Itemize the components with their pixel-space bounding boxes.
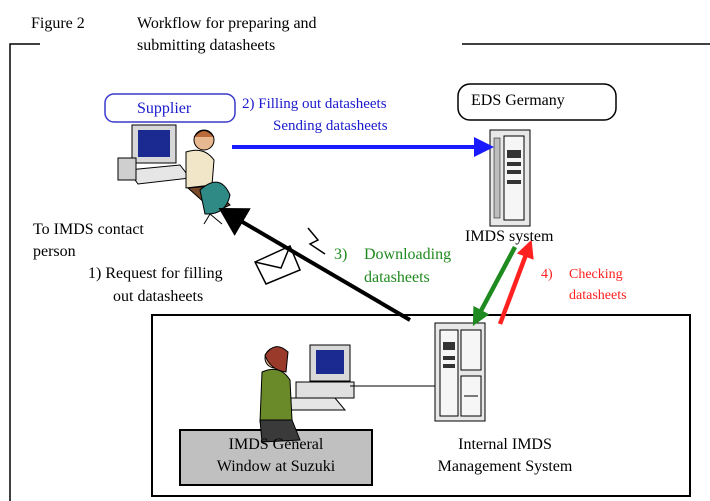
contact-label-line1: To IMDS contact	[33, 221, 144, 238]
suzuki-person-icon	[259, 344, 355, 443]
step3-label-line1: Downloading	[364, 246, 452, 263]
internal-system-label-line2: Management System	[437, 458, 573, 475]
general-window-box	[179, 429, 373, 486]
internal-server-icon	[434, 322, 486, 422]
step1-label-line2: out datasheets	[113, 288, 204, 305]
arrow-step4	[497, 239, 534, 325]
envelope-icon	[253, 227, 326, 285]
supplier-label: Supplier	[137, 100, 192, 117]
step1-label-line1: 1) Request for filling	[88, 265, 223, 282]
contact-label-line2: person	[33, 243, 76, 260]
arrow-step3	[472, 245, 517, 326]
supplier-person-icon	[117, 124, 231, 225]
figure-number: Figure 2	[31, 15, 85, 32]
supplier-box	[104, 93, 236, 123]
step3-number: 3)	[334, 246, 348, 263]
internal-system-label-line1: Internal IMDS	[458, 436, 552, 453]
imds-system-label: IMDS system	[465, 228, 554, 245]
suzuki-frame	[151, 314, 691, 497]
arrow-step1	[218, 207, 412, 322]
step2-label-line2: Sending datasheets	[273, 118, 388, 134]
imds-server-icon	[489, 129, 531, 227]
figure-title-line1: Workflow for preparing and	[137, 15, 317, 32]
figure-title-line2: submitting datasheets	[137, 37, 276, 54]
general-window-label-line1: IMDS General	[228, 436, 324, 453]
step4-label-line1: Checking	[569, 267, 623, 282]
eds-germany-label: EDS Germany	[471, 92, 565, 109]
step4-label-line2: datasheets	[569, 288, 627, 303]
step4-number: 4)	[541, 267, 553, 282]
outer-frame	[9, 43, 710, 501]
eds-box	[457, 83, 617, 121]
step3-label-line2: datasheets	[364, 269, 430, 286]
step2-label-line1: 2) Filling out datasheets	[242, 96, 387, 112]
general-window-label-line2: Window at Suzuki	[216, 458, 336, 475]
